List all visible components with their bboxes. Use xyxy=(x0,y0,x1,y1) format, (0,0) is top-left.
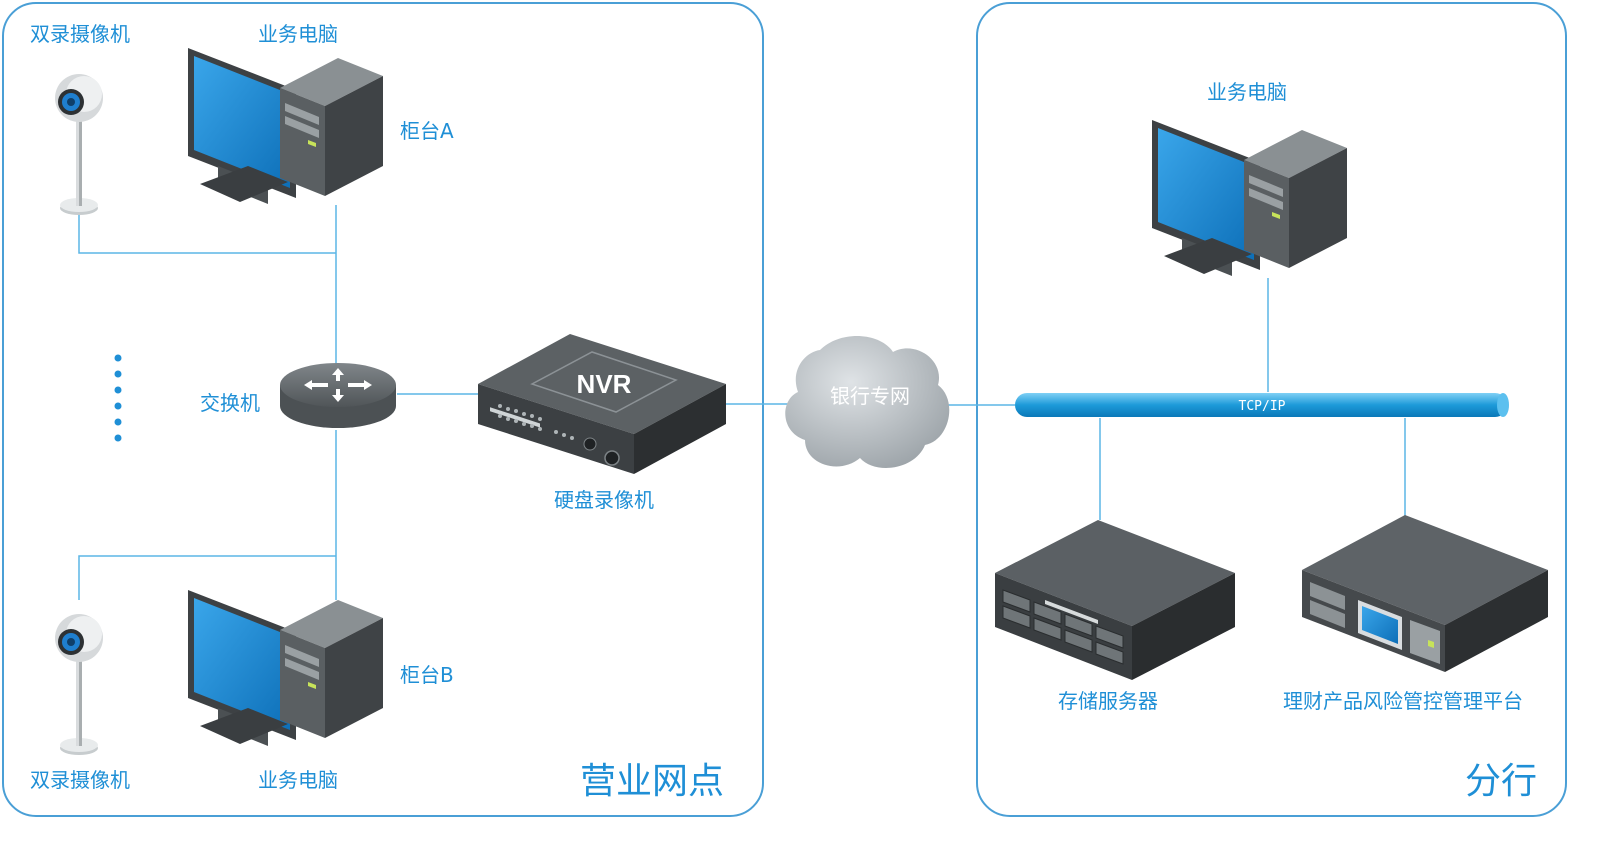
storage-label: 存储服务器 xyxy=(1058,689,1158,713)
nvr-front-label: NVR xyxy=(577,369,632,399)
branch-zone xyxy=(976,2,1567,817)
management-platform-server-icon xyxy=(1302,515,1548,672)
dual-recording-camera-top-icon xyxy=(55,74,103,215)
dual-recording-camera-bottom-icon xyxy=(55,614,103,755)
tcp-ip-label: TCP/IP xyxy=(1239,399,1286,414)
line-camera-bottom xyxy=(78,555,336,600)
tcp-ip-bus xyxy=(1015,393,1509,417)
nvr-icon xyxy=(478,334,726,474)
business-pc-branch-icon xyxy=(1152,120,1347,276)
ellipsis-dots xyxy=(114,354,122,442)
pc-bottom-label: 业务电脑 xyxy=(258,768,338,792)
camera-top-label: 双录摄像机 xyxy=(30,22,130,46)
pc-top-label: 业务电脑 xyxy=(258,22,338,46)
switch-label: 交换机 xyxy=(200,391,260,415)
private-network-cloud-icon xyxy=(785,335,950,468)
connection-lines xyxy=(78,205,1406,600)
branch-office-title: 营业网点 xyxy=(580,761,725,802)
camera-bottom-label: 双录摄像机 xyxy=(30,768,130,792)
pc-branch-label: 业务电脑 xyxy=(1207,80,1287,104)
counter-b-label: 柜台B xyxy=(400,663,454,687)
nvr-label: 硬盘录像机 xyxy=(554,488,654,512)
branch-title: 分行 xyxy=(1465,761,1538,802)
branch-office-zone xyxy=(2,2,764,817)
storage-server-icon xyxy=(995,520,1235,680)
platform-label: 理财产品风险管控管理平台 xyxy=(1283,689,1523,713)
counter-a-label: 柜台A xyxy=(400,119,454,143)
business-pc-top-icon xyxy=(188,48,383,204)
line-camera-top xyxy=(78,212,336,254)
switch-icon xyxy=(280,363,396,428)
business-pc-bottom-icon xyxy=(188,590,383,746)
cloud-label: 银行专网 xyxy=(830,384,910,408)
